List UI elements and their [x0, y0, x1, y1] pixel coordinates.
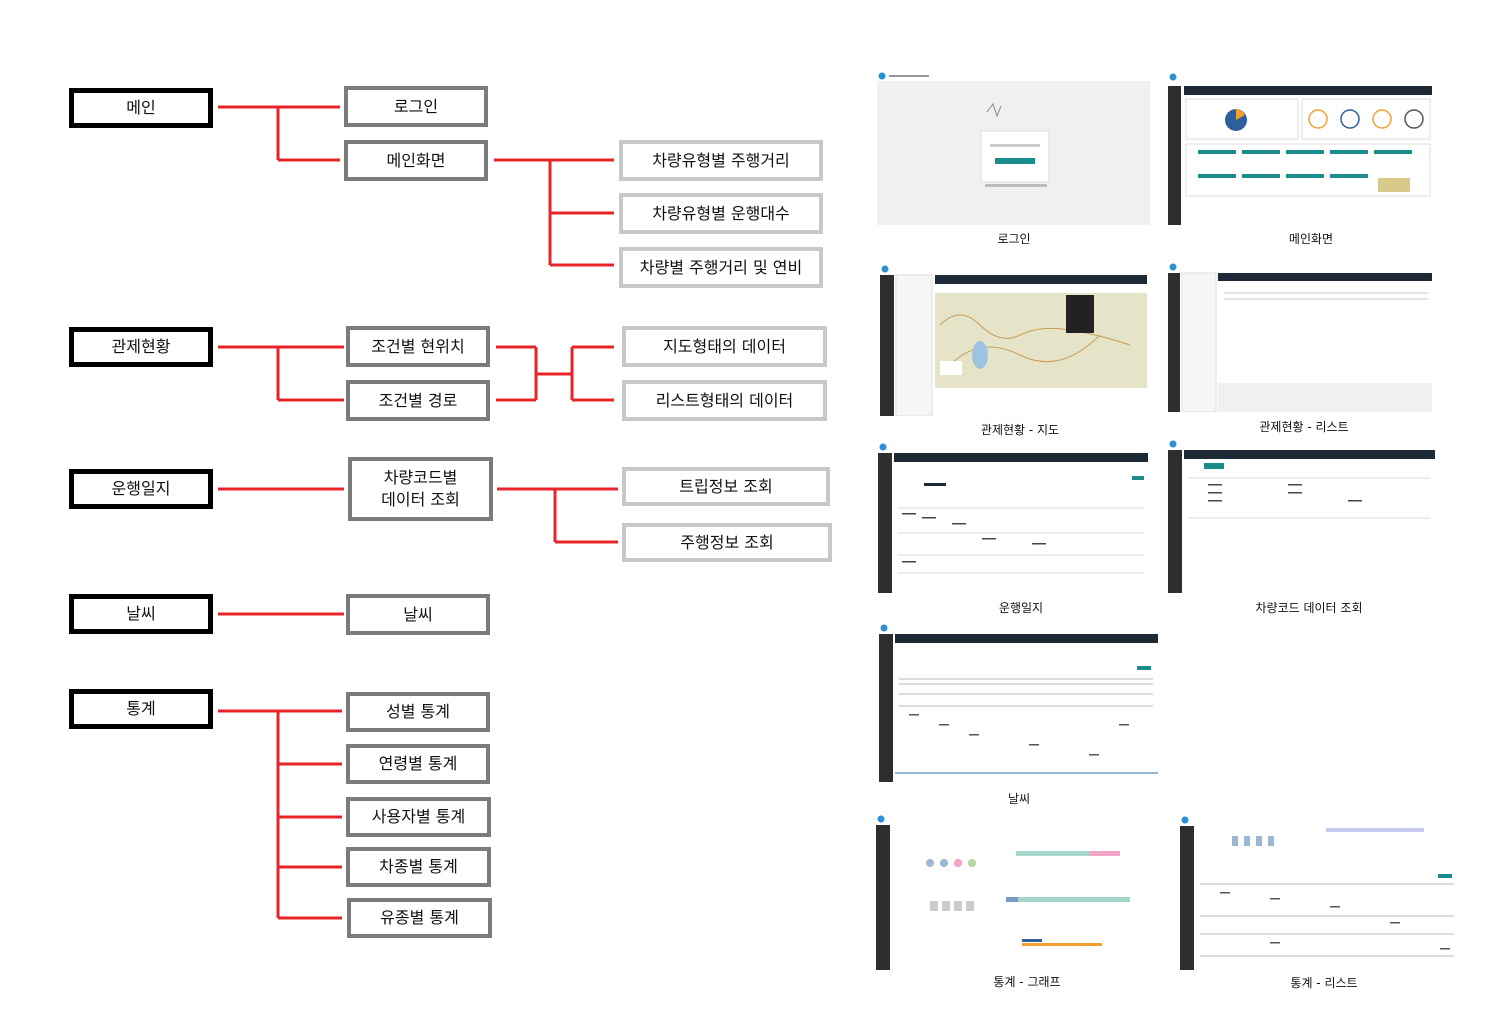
leaf-list-data: 리스트형태의 데이터 — [622, 380, 827, 421]
root-driving-log: 운행일지 — [69, 469, 213, 509]
table-screen-icon-2 — [1168, 440, 1435, 593]
node-age-stats: 연령별 통계 — [346, 744, 490, 784]
caption-dashboard: 메인화면 — [1288, 232, 1334, 246]
caption-control-list: 관제현황 - 리스트 — [1259, 420, 1349, 434]
root-statistics: 통계 — [69, 689, 213, 729]
table-screen-icon — [878, 443, 1148, 593]
node-user-stats: 사용자별 통계 — [346, 797, 491, 837]
node-vehicle-code-query: 차량코드별 데이터 조회 — [348, 457, 493, 521]
chart-screen-icon — [876, 815, 1158, 970]
list-screen-icon — [1168, 263, 1432, 412]
caption-vehicle-code: 차량코드 데이터 조회 — [1255, 601, 1363, 615]
caption-weather: 날씨 — [1007, 792, 1031, 806]
root-control-status: 관제현황 — [69, 327, 213, 367]
login-screen-icon — [877, 72, 1150, 187]
map-screen-icon — [880, 265, 1147, 416]
caption-control-map: 관제현황 - 지도 — [980, 423, 1060, 437]
node-login: 로그인 — [344, 86, 488, 127]
caption-stats-list: 통계 - 리스트 — [1290, 976, 1358, 990]
caption-stats-graph: 통계 - 그래프 — [993, 975, 1061, 989]
leaf-distance-by-type: 차량유형별 주행거리 — [619, 140, 823, 181]
caption-driving-log: 운행일지 — [998, 601, 1044, 615]
node-gender-stats: 성별 통계 — [346, 692, 490, 732]
leaf-map-data: 지도형태의 데이터 — [622, 326, 827, 367]
node-vehicle-type-stats: 차종별 통계 — [346, 847, 491, 887]
node-weather: 날씨 — [346, 594, 490, 635]
root-weather: 날씨 — [69, 594, 213, 634]
leaf-count-by-type: 차량유형별 운행대수 — [619, 193, 823, 234]
node-main-screen: 메인화면 — [344, 140, 488, 181]
node-current-location: 조건별 현위치 — [346, 326, 490, 367]
caption-login: 로그인 — [997, 232, 1031, 246]
weather-screen-icon — [879, 624, 1160, 782]
list-screen-icon-2 — [1180, 816, 1458, 970]
leaf-trip-info: 트립정보 조회 — [622, 467, 830, 506]
dashboard-screen-icon — [1168, 72, 1432, 225]
root-main: 메인 — [69, 88, 213, 128]
leaf-driving-info: 주행정보 조회 — [622, 523, 832, 562]
node-fuel-type-stats: 유종별 통계 — [347, 898, 492, 938]
node-route: 조건별 경로 — [346, 380, 490, 421]
leaf-distance-fuel-by-vehicle: 차량별 주행거리 및 연비 — [619, 247, 823, 288]
